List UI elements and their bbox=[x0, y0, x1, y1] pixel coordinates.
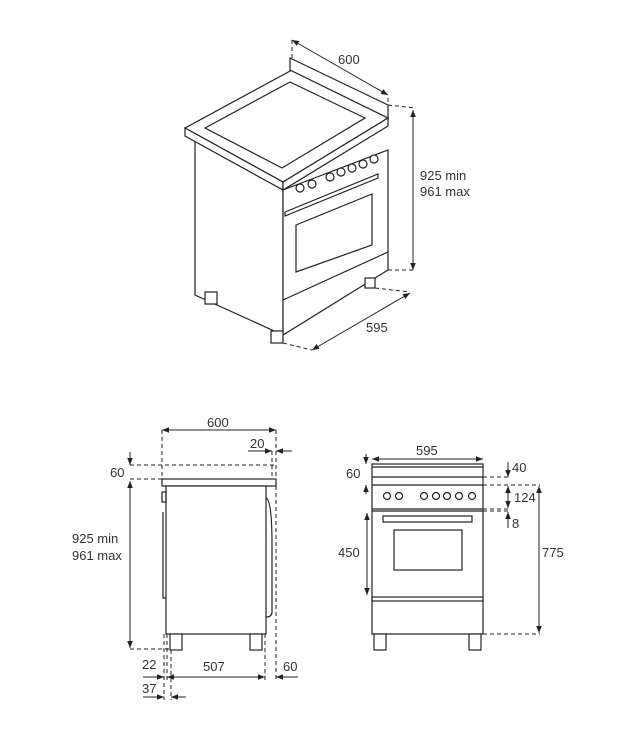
foot bbox=[169, 633, 183, 651]
foot bbox=[204, 291, 218, 305]
dim-8-label: 8 bbox=[512, 516, 519, 531]
foot bbox=[249, 633, 263, 651]
depth-label: 507 bbox=[203, 659, 225, 674]
width-dimension bbox=[291, 39, 389, 96]
foot bbox=[373, 633, 387, 651]
foot bbox=[270, 330, 284, 344]
width-label: 600 bbox=[338, 52, 360, 67]
top-height-label: 60 bbox=[346, 466, 360, 481]
front-offset-22-label: 22 bbox=[142, 657, 156, 672]
back-gap-label: 20 bbox=[250, 436, 264, 451]
drawer-top bbox=[371, 596, 484, 602]
height-max-label: 961 max bbox=[72, 548, 122, 563]
rear-gap-label: 60 bbox=[283, 659, 297, 674]
top-height-label: 60 bbox=[110, 465, 124, 480]
dim-124-label: 124 bbox=[514, 490, 536, 505]
oven-window bbox=[393, 529, 463, 571]
oven-window bbox=[295, 193, 373, 273]
total-height-label: 775 bbox=[542, 545, 564, 560]
oven-handle bbox=[284, 173, 379, 217]
knobs bbox=[382, 491, 477, 501]
height-min-label: 925 min bbox=[420, 168, 466, 183]
side-body bbox=[165, 485, 267, 635]
foot bbox=[364, 277, 376, 289]
depth-dimension bbox=[311, 292, 411, 351]
dim-40-label: 40 bbox=[512, 460, 526, 475]
side-view: 600 20 60 925 min 961 max 22 507 60 37 bbox=[72, 415, 298, 700]
oven-handle bbox=[382, 515, 473, 523]
foot bbox=[468, 633, 482, 651]
height-min-label: 925 min bbox=[72, 531, 118, 546]
ceramic-hob bbox=[203, 81, 367, 169]
side-top bbox=[161, 478, 277, 487]
isometric-view: 600 925 min 961 max 595 bbox=[183, 39, 470, 351]
oven-height-label: 450 bbox=[338, 545, 360, 560]
front-view: 595 60 450 40 124 8 775 bbox=[338, 443, 564, 651]
width-label: 595 bbox=[416, 443, 438, 458]
front-offset-37-label: 37 bbox=[142, 681, 156, 696]
height-max-label: 961 max bbox=[420, 184, 470, 199]
width-label: 600 bbox=[207, 415, 229, 430]
knobs bbox=[295, 154, 379, 193]
depth-label: 595 bbox=[366, 320, 388, 335]
